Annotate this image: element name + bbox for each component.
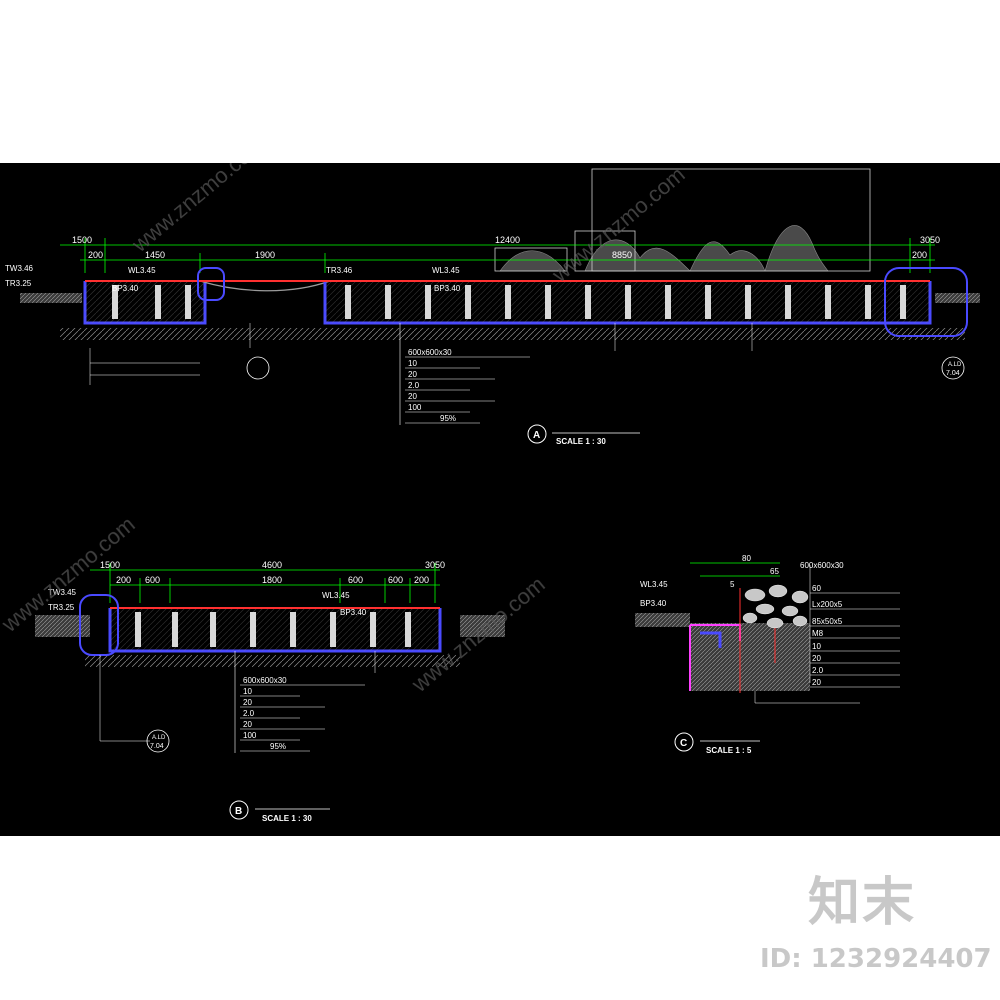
dim-a-8850: 8850: [612, 250, 632, 260]
detail-bubble-b: [79, 594, 119, 656]
section-b: 1500 4600 3050 200 600 1800 600 600 200 …: [35, 560, 505, 823]
note-a-0: 600x600x30: [408, 348, 452, 357]
paving-left-b: [35, 615, 90, 637]
section-b-label: B: [235, 806, 242, 817]
note-c-3: 85x50x5: [812, 617, 843, 626]
note-b-3: 2.0: [243, 709, 255, 718]
paving-c: [635, 613, 690, 627]
level-c-bp: BP3.40: [640, 599, 667, 608]
level-b-wl: WL3.45: [322, 591, 350, 600]
dim-b-200-left: 200: [116, 575, 131, 585]
level-b-tw: TW3.45: [48, 588, 77, 597]
dim-b-4600: 4600: [262, 560, 282, 570]
note-b-2: 20: [243, 698, 252, 707]
ground-hatch-a: [60, 328, 965, 340]
dim-b-3050: 3050: [425, 560, 445, 570]
section-b-scale: SCALE 1 : 30: [262, 814, 312, 823]
level-a-bp-mid: BP3.40: [434, 284, 461, 293]
note-c-4: M8: [812, 629, 824, 638]
note-c-0: 600x600x30: [800, 561, 844, 570]
section-a: 1500 12400 3050 200 1450 1900 8850 200: [5, 168, 980, 446]
dim-b-1500: 1500: [100, 560, 120, 570]
dim-c-65: 65: [770, 567, 779, 576]
ground-hatch-b: [85, 655, 460, 667]
rockery-outline-left: [494, 247, 568, 272]
note-c-6: 20: [812, 654, 821, 663]
section-c-label: C: [680, 738, 687, 749]
dim-a-1500: 1500: [72, 235, 92, 245]
rockery-outline-small: [574, 230, 636, 272]
note-c-2: Lx200x5: [812, 600, 843, 609]
section-a-label: A: [533, 430, 540, 441]
note-a-5: 100: [408, 403, 422, 412]
detail-sheet-b: 7.04: [150, 743, 164, 750]
dim-b-600-b: 600: [348, 575, 363, 585]
level-a-tr: TR3.25: [5, 279, 32, 288]
brand-logo: 知末: [808, 873, 917, 933]
section-c: 80 65 5 WL3.45 BP3.40 600x600x30 60 Lx20…: [635, 554, 900, 755]
note-c-8: 20: [812, 678, 821, 687]
note-b-4: 20: [243, 720, 252, 729]
note-b-1: 10: [243, 687, 252, 696]
pebbles-c: [742, 584, 809, 629]
note-b-0: 600x600x30: [243, 676, 287, 685]
section-a-label-circle: [527, 424, 547, 444]
detail-bubble-a-left: [197, 267, 225, 301]
dim-b-600-c: 600: [388, 575, 403, 585]
note-b-6: 95%: [270, 742, 286, 751]
section-a-scale: SCALE 1 : 30: [556, 437, 606, 446]
bridge-arch: [199, 280, 331, 292]
detail-ref-a: A.LD: [948, 362, 962, 368]
dim-b-600-a: 600: [145, 575, 160, 585]
note-a-3: 2.0: [408, 381, 420, 390]
detail-marker-a-left: [246, 356, 270, 380]
note-a-1: 10: [408, 359, 417, 368]
paving-left-a: [20, 293, 82, 303]
dim-a-3050: 3050: [920, 235, 940, 245]
level-a-wl-mid: WL3.45: [432, 266, 460, 275]
note-c-1: 60: [812, 584, 821, 593]
dim-a-200-right: 200: [912, 250, 927, 260]
level-b-tr: TR3.25: [48, 603, 75, 612]
dim-a-12400: 12400: [495, 235, 520, 245]
columns-b: [135, 612, 411, 647]
dim-b-1800: 1800: [262, 575, 282, 585]
note-c-5: 10: [812, 642, 821, 651]
level-a-tw: TW3.46: [5, 264, 34, 273]
level-a-tr-mid: TR3.46: [326, 266, 353, 275]
level-b-bp: BP3.40: [340, 608, 367, 617]
dim-a-1900: 1900: [255, 250, 275, 260]
note-a-2: 20: [408, 370, 417, 379]
section-c-label-circle: [674, 732, 694, 752]
dim-c-5: 5: [730, 580, 735, 589]
watermark-url-1: www.znzmo.com: [126, 163, 269, 257]
note-c-7: 2.0: [812, 666, 824, 675]
note-a-4: 20: [408, 392, 417, 401]
note-a-6: 95%: [440, 414, 456, 423]
cad-drawing-canvas: 1500 12400 3050 200 1450 1900 8850 200: [0, 132, 1000, 836]
paving-right-b: [460, 615, 505, 637]
level-a-bp-left: BP3.40: [112, 284, 139, 293]
detail-marker-a-right: [941, 356, 965, 380]
pool-edge-c: [700, 631, 722, 648]
section-c-scale: SCALE 1 : 5: [706, 746, 752, 755]
detail-marker-b: [146, 729, 170, 753]
detail-sheet-a: 7.04: [946, 370, 960, 377]
detail-ref-b: A.LD: [152, 735, 166, 741]
dim-a-200-left: 200: [88, 250, 103, 260]
dim-b-200-right: 200: [414, 575, 429, 585]
columns-a: [112, 285, 906, 319]
level-c-wl: WL3.45: [640, 580, 668, 589]
cad-drawing-svg: 1500 12400 3050 200 1450 1900 8850 200: [0, 132, 980, 823]
dim-c-80: 80: [742, 554, 751, 563]
note-b-5: 100: [243, 731, 257, 740]
section-b-label-circle: [229, 800, 249, 820]
paving-right-a: [935, 293, 980, 303]
rockery-outline-large: [591, 168, 871, 272]
dim-a-1450: 1450: [145, 250, 165, 260]
level-a-wl-left: WL3.45: [128, 266, 156, 275]
detail-bubble-a-right: [884, 267, 968, 337]
image-id: ID: 1232924407: [760, 944, 992, 974]
